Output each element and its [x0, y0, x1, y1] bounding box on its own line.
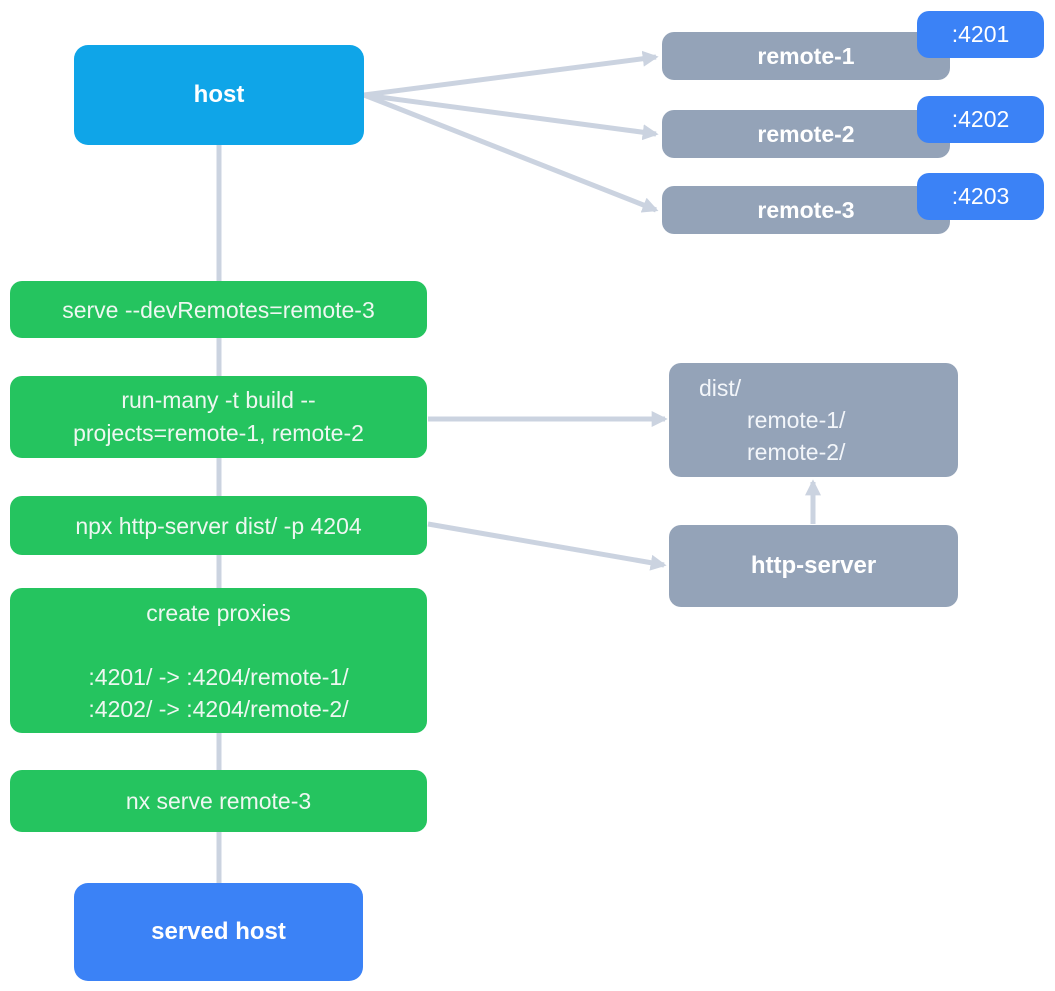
step-line: npx http-server dist/ -p 4204: [75, 512, 362, 539]
port-4202-label: :4202: [951, 106, 1010, 132]
node-remote-1: remote-1: [662, 32, 950, 80]
node-http-server: http-server: [669, 525, 958, 607]
step-serve-dev-remotes: serve --devRemotes=remote-3: [10, 281, 427, 338]
port-badge-4203: :4203: [917, 173, 1044, 220]
node-dist-folder: dist/ remote-1/ remote-2/: [669, 363, 958, 477]
served-host-label: served host: [151, 918, 286, 945]
arrow-npx-to-http-server: [427, 521, 667, 571]
dist-line: remote-1/: [747, 407, 846, 433]
port-4201-label: :4201: [951, 21, 1010, 47]
step-line: :4202/ -> :4204/remote-2/: [88, 695, 349, 722]
port-badge-4202: :4202: [917, 96, 1044, 143]
step-nx-serve-remote-3: nx serve remote-3: [10, 770, 427, 832]
step-npx-http-server: npx http-server dist/ -p 4204: [10, 496, 427, 555]
step-line: run-many -t build --: [121, 387, 316, 413]
step-run-many-build: run-many -t build -- projects=remote-1, …: [10, 376, 427, 458]
arrow-host-to-remote-2: [363, 92, 659, 141]
arrow-host-to-remote-3: [363, 92, 659, 213]
arrow-host-to-remote-1: [363, 50, 659, 98]
remote-1-label: remote-1: [757, 42, 855, 69]
node-served-host: served host: [74, 883, 363, 981]
port-badge-4201: :4201: [917, 11, 1044, 58]
dist-line: dist/: [699, 375, 742, 401]
step-line: nx serve remote-3: [125, 788, 312, 814]
step-line: :4201/ -> :4204/remote-1/: [88, 663, 349, 690]
step-line: create proxies: [146, 599, 291, 626]
node-remote-2: remote-2: [662, 110, 950, 158]
host-label: host: [193, 81, 245, 108]
remote-3-label: remote-3: [757, 196, 855, 223]
dist-line: remote-2/: [747, 439, 846, 465]
step-line: serve --devRemotes=remote-3: [62, 296, 375, 323]
remote-2-label: remote-2: [757, 120, 855, 147]
step-line: projects=remote-1, remote-2: [73, 420, 364, 446]
node-remote-3: remote-3: [662, 186, 950, 234]
port-4203-label: :4203: [951, 183, 1010, 209]
http-server-label: http-server: [750, 552, 877, 579]
node-host: host: [74, 45, 364, 145]
step-create-proxies: create proxies :4201/ -> :4204/remote-1/…: [10, 588, 427, 733]
